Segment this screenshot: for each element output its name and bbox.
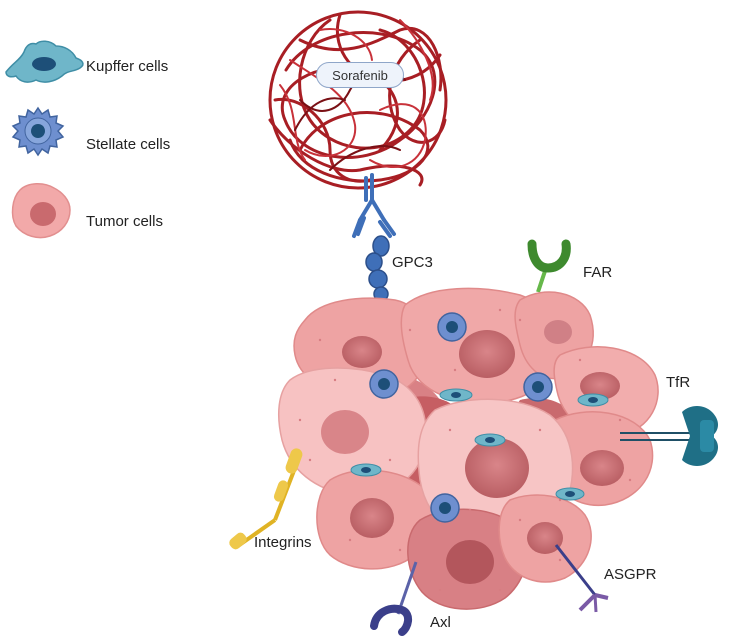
gpc3-label: GPC3 — [392, 254, 433, 271]
asgpr-label: ASGPR — [604, 566, 657, 583]
antibody-icon — [352, 173, 396, 238]
kupffer-cell-icon — [5, 40, 84, 83]
far-receptor-icon — [527, 239, 571, 293]
tumor-mass — [277, 287, 659, 610]
far-label: FAR — [583, 264, 613, 281]
legend — [5, 40, 84, 239]
axl-receptor-icon — [370, 561, 418, 636]
asgpr-receptor-icon — [554, 544, 609, 613]
tfr-label: TfR — [666, 374, 691, 391]
stellate-cell-in-mass — [369, 312, 553, 523]
legend-stellate-label: Stellate cells — [86, 136, 171, 153]
legend-kupffer-label: Kupffer cells — [86, 58, 169, 75]
tumor-cell-icon — [11, 183, 71, 239]
tfr-receptor-icon — [620, 406, 718, 466]
axl-label: Axl — [430, 614, 451, 631]
integrins-label: Integrins — [254, 534, 312, 551]
integrins-icon — [229, 448, 303, 550]
legend-tumor-label: Tumor cells — [86, 213, 163, 230]
stellate-cell-icon — [11, 106, 65, 157]
sorafenib-label: Sorafenib — [316, 62, 404, 88]
sorafenib-nanoparticle — [268, 10, 448, 190]
gpc3-receptor-icon — [365, 235, 390, 322]
